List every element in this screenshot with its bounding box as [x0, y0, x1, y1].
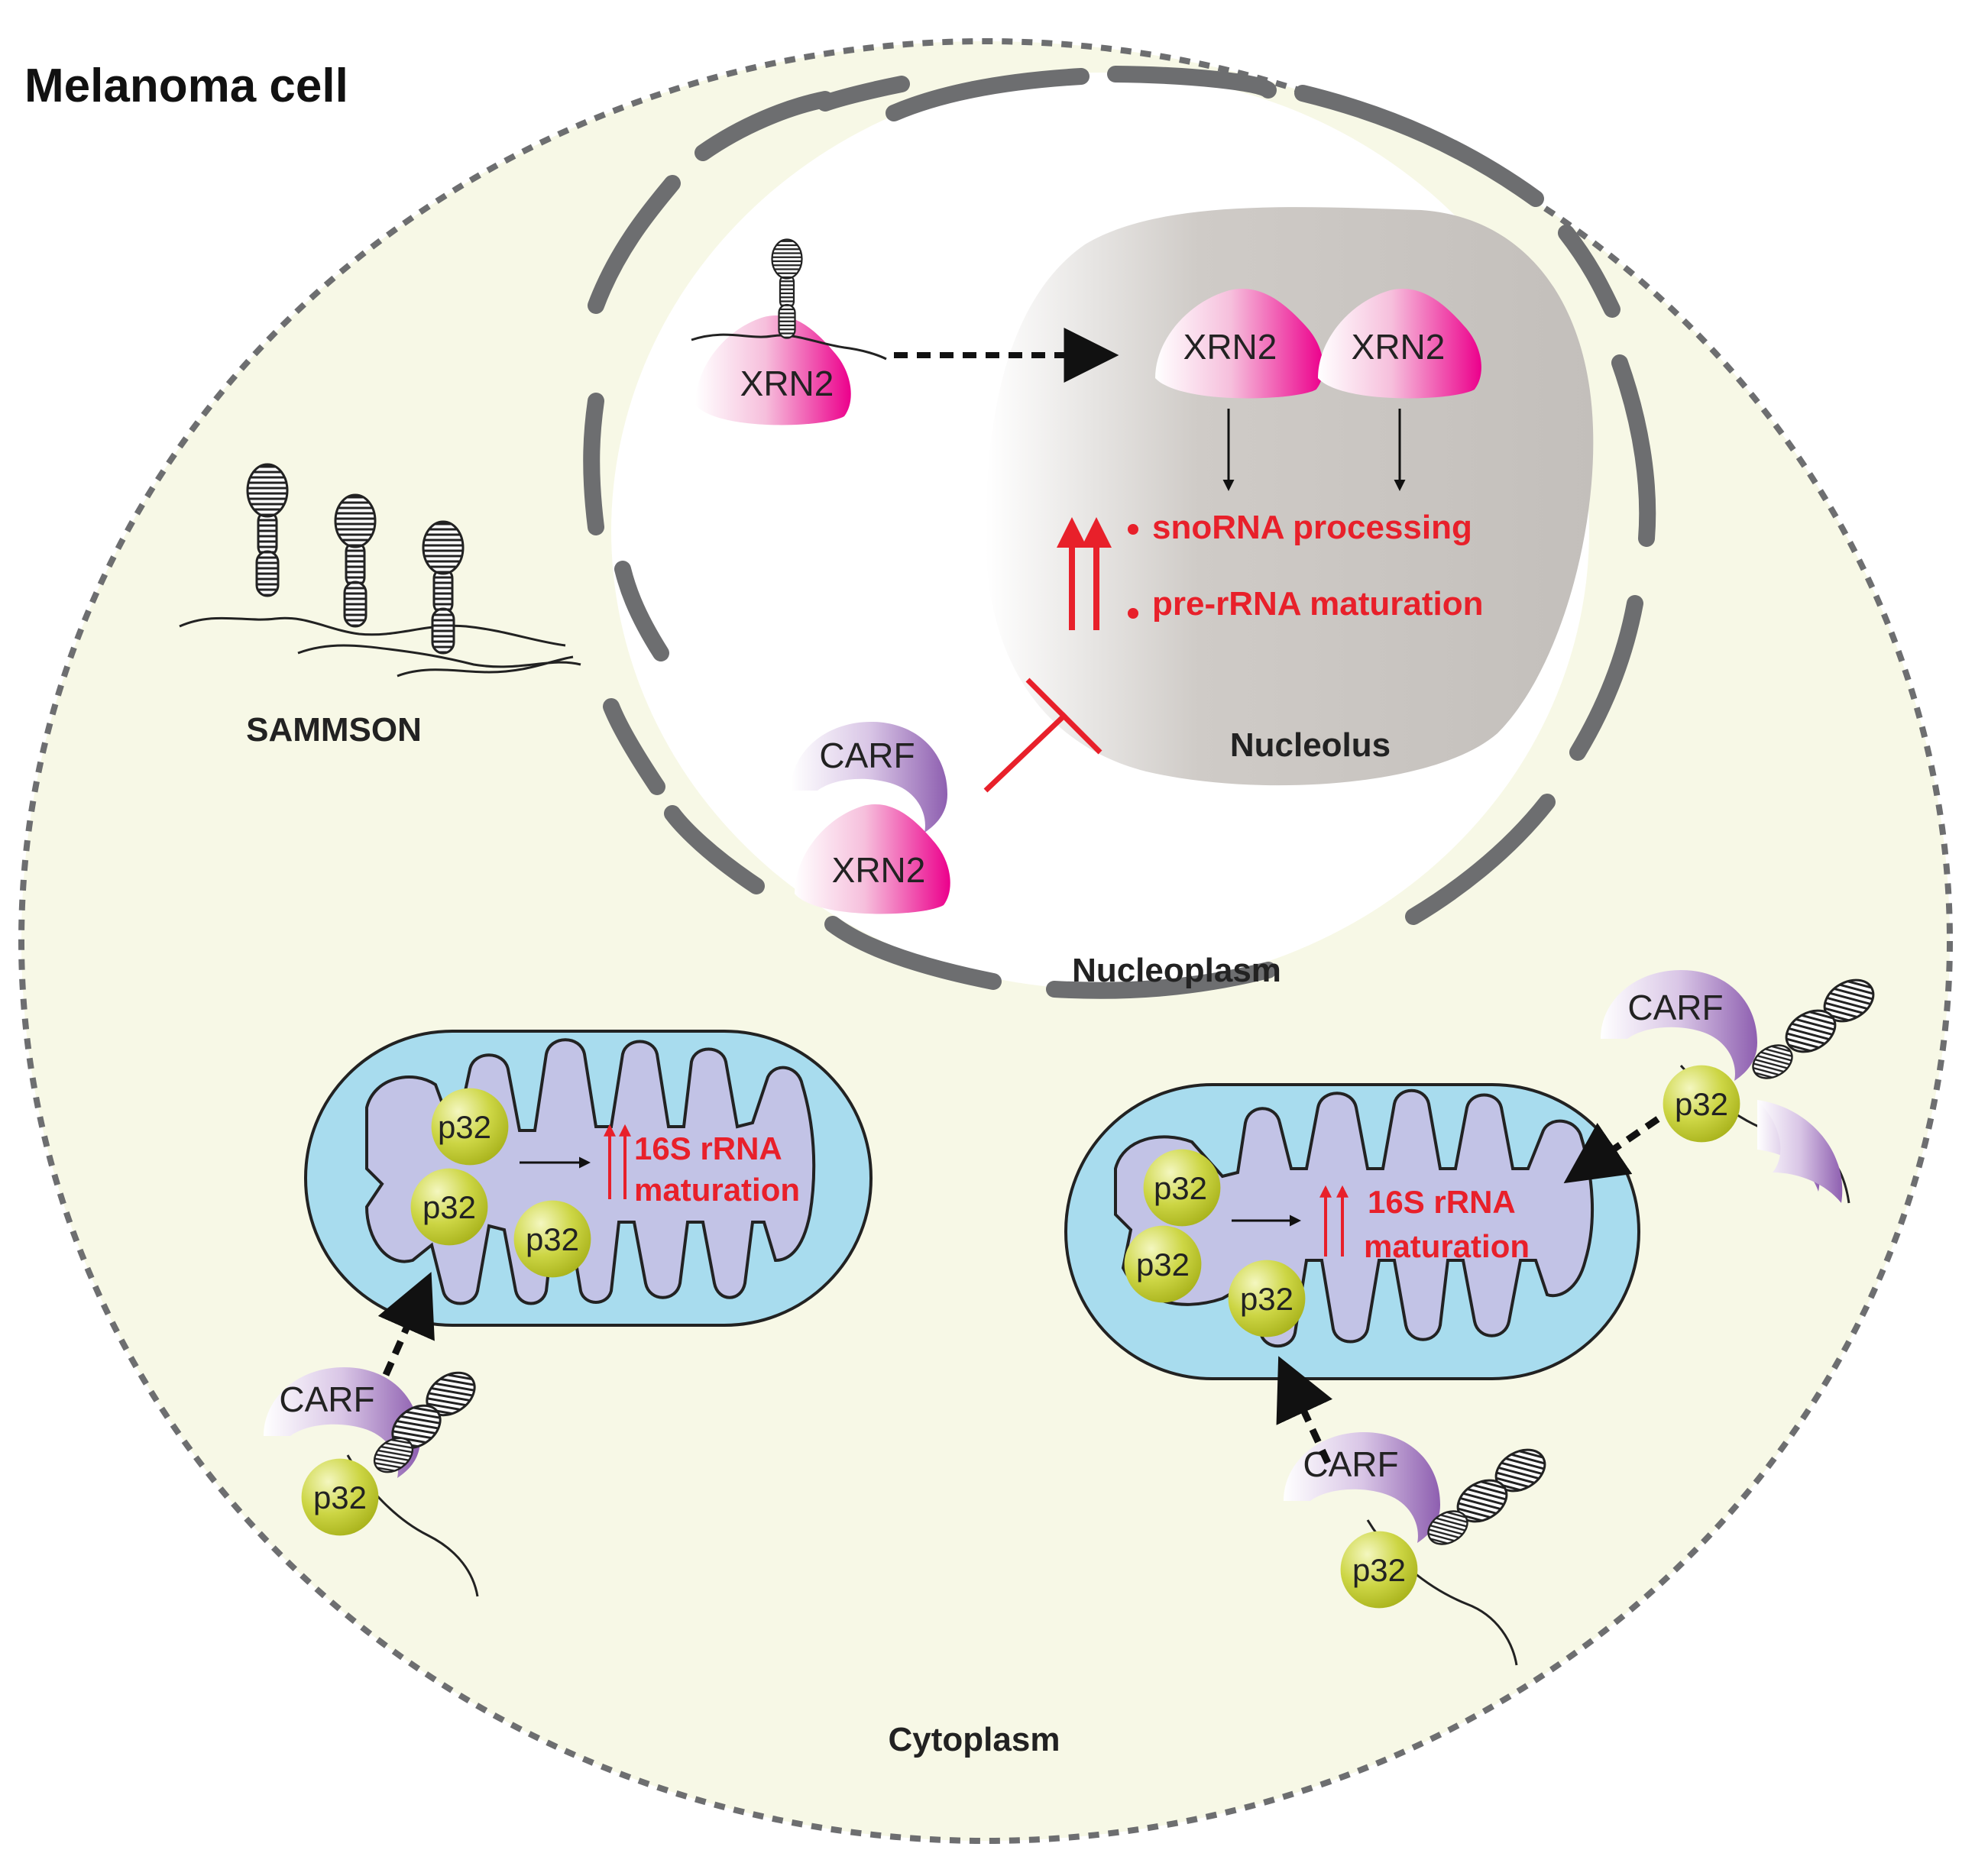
p32-mito-left-3: p32 [513, 1200, 591, 1278]
xrn2-label-nucleolus-1: XRN2 [1183, 327, 1277, 367]
carf-p32-complex-right: CARF p32 [1601, 970, 1882, 1204]
nuclear-envelope [583, 66, 1656, 999]
xrn2-label-complex: XRN2 [832, 850, 926, 890]
nucleoplasm-label: Nucleoplasm [1072, 952, 1281, 989]
mito-right-effect-1: 16S rRNA [1368, 1184, 1516, 1220]
p32-label-mr2: p32 [1136, 1247, 1190, 1282]
import-arrow-left [377, 1272, 435, 1376]
p32-label-mr1: p32 [1154, 1170, 1207, 1206]
xrn2-label-nucleolus-2: XRN2 [1352, 327, 1446, 367]
p32-mito-right-1: p32 [1143, 1149, 1221, 1227]
nucleolus [986, 207, 1594, 786]
p32-mito-left-1: p32 [431, 1088, 509, 1166]
mito-right-effect-2: maturation [1364, 1228, 1530, 1264]
import-arrow-bottom [1276, 1356, 1333, 1464]
sammson-lncrna: SAMMSON [179, 463, 581, 749]
xrn2-rna-complex: XRN2 [691, 238, 887, 425]
carf-p32-complex-bottom: CARF p32 [1284, 1432, 1553, 1666]
nucleolus-label: Nucleolus [1230, 726, 1391, 764]
effect-prerrna: pre-rRNA maturation [1152, 585, 1484, 623]
import-arrow-right [1563, 1116, 1660, 1184]
p32-label-cb: p32 [1352, 1552, 1406, 1588]
carf-label-cl: CARF [279, 1379, 374, 1419]
carf-label-cr: CARF [1627, 988, 1723, 1027]
effect-bullet-2 [1128, 608, 1138, 619]
mito-left-effect-2: maturation [634, 1172, 800, 1208]
effect-bullet-1 [1128, 524, 1138, 535]
p32-label-cl: p32 [313, 1480, 367, 1515]
p32-label-ml1: p32 [438, 1109, 491, 1145]
xrn2-label-nucleoplasm: XRN2 [740, 364, 834, 403]
p32-mito-left-2: p32 [410, 1168, 488, 1246]
p32-label-mr3: p32 [1240, 1281, 1293, 1317]
p32-label-ml3: p32 [526, 1221, 579, 1257]
p32-label-cr: p32 [1675, 1086, 1728, 1122]
p32-mito-right-2: p32 [1124, 1225, 1202, 1303]
xrn2-nucleolus-1: XRN2 [1155, 289, 1324, 399]
effect-snorna: snoRNA processing [1152, 509, 1472, 546]
carf-p32-complex-left: CARF p32 [264, 1363, 484, 1597]
carf-label-nucleus: CARF [819, 736, 915, 775]
sammson-label: SAMMSON [246, 711, 422, 749]
cytoplasm-label: Cytoplasm [889, 1721, 1060, 1758]
p32-mito-right-3: p32 [1228, 1260, 1306, 1337]
carf-xrn2-complex: CARF XRN2 [791, 722, 950, 914]
diagram-title: Melanoma cell [24, 60, 348, 112]
inhibition-symbol [983, 678, 1102, 793]
mito-left-effect-1: 16S rRNA [634, 1130, 782, 1166]
xrn2-nucleolus-2: XRN2 [1318, 289, 1481, 399]
carf-label-cb: CARF [1303, 1444, 1398, 1484]
p32-label-ml2: p32 [423, 1189, 476, 1225]
